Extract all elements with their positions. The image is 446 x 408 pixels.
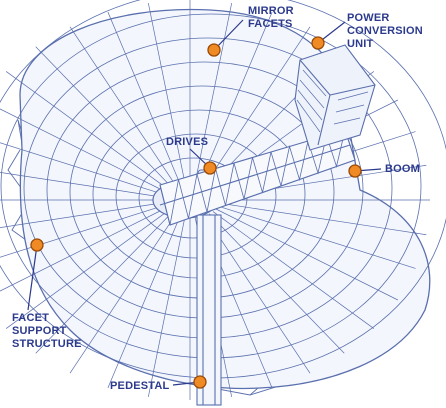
label-drives: DRIVES bbox=[166, 136, 209, 148]
pedestal bbox=[196, 214, 222, 406]
label-boom: BOOM bbox=[385, 163, 421, 175]
marker-pedestal bbox=[193, 375, 207, 389]
power-conversion-unit bbox=[294, 44, 376, 151]
label-mirror-facets: MIRROR FACETS bbox=[248, 5, 294, 30]
marker-boom bbox=[348, 164, 362, 178]
label-facet-support-structure: FACET SUPPORT STRUCTURE bbox=[12, 312, 82, 350]
marker-power-conversion-unit bbox=[311, 36, 325, 50]
marker-facet-support-structure bbox=[30, 238, 44, 252]
label-pedestal: PEDESTAL bbox=[110, 380, 170, 392]
marker-drives bbox=[203, 161, 217, 175]
label-power-conversion-unit: POWER CONVERSION UNIT bbox=[347, 12, 423, 50]
marker-mirror-facets bbox=[207, 43, 221, 57]
boom bbox=[159, 128, 356, 226]
callout-markers bbox=[30, 36, 362, 389]
